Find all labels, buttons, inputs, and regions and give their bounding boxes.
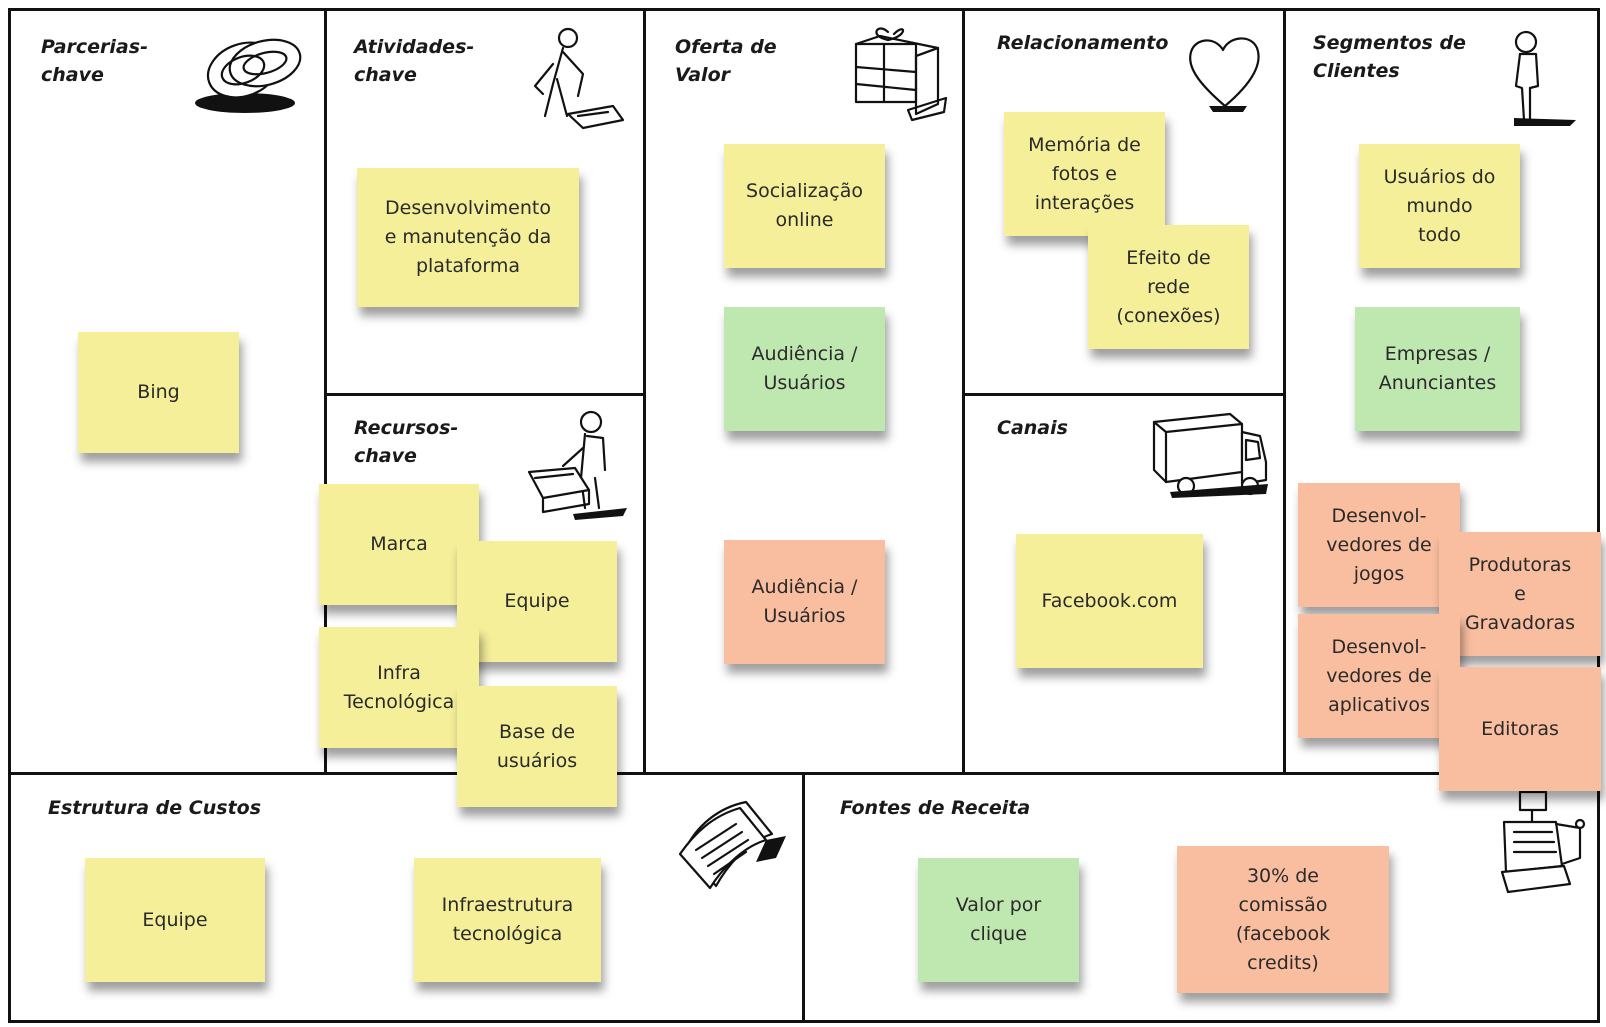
person-working-icon [523, 24, 628, 134]
truck-icon [1150, 410, 1270, 500]
divider-bottom-middle [802, 772, 805, 1023]
note-team-resource: Equipe [457, 541, 617, 662]
note-value-per-click: Valor por clique [918, 858, 1079, 982]
divider-relationship-channels [962, 393, 1286, 396]
note-user-base: Base de usuários [457, 686, 617, 807]
border-left [8, 8, 11, 1023]
heart-icon [1185, 32, 1265, 114]
block-title-channels: Canais [997, 417, 1068, 439]
note-game-developers: Desenvol- vedores de jogos [1298, 483, 1460, 607]
person-with-cart-icon [523, 408, 628, 528]
note-audience-users-green: Audiência / Usuários [724, 307, 885, 431]
note-platform-development: Desenvolvimento e manutenção da platafor… [357, 168, 579, 307]
note-network-effect: Efeito de rede (conexões) [1088, 225, 1249, 349]
note-online-socialization: Socialização online [724, 144, 885, 268]
block-title-revenue-streams: Fontes de Receita [840, 797, 1031, 819]
note-audience-users-orange: Audiência / Usuários [724, 540, 885, 664]
chain-links-icon [195, 25, 310, 120]
block-title-cost-structure: Estrutura de Custos [48, 797, 262, 819]
divider-col-2 [643, 8, 646, 774]
cash-register-icon [1496, 788, 1588, 896]
note-tech-infrastructure: Infraestrutura tecnológica [414, 858, 601, 982]
block-title-customer-segments: Segmentos de Clientes [1313, 32, 1466, 82]
note-producers-labels: Produtoras e Gravadoras [1439, 532, 1601, 656]
note-team-cost: Equipe [85, 858, 265, 982]
note-commission-credits: 30% de comissão (facebook credits) [1177, 846, 1389, 993]
block-title-key-resources: Recursos- chave [354, 417, 459, 467]
receipt-papers-icon [676, 798, 786, 890]
gift-box-icon [848, 22, 948, 122]
block-title-value-proposition: Oferta de Valor [675, 36, 777, 86]
note-facebook-com: Facebook.com [1016, 534, 1203, 668]
border-top [8, 8, 1600, 11]
note-tech-infra: Infra Tecnológica [319, 627, 479, 748]
note-bing: Bing [78, 332, 239, 453]
block-title-key-activities: Atividades- chave [354, 36, 475, 86]
note-photo-memory: Memória de fotos e interações [1004, 112, 1165, 236]
divider-activities-resources [324, 393, 646, 396]
standing-person-icon [1500, 28, 1578, 128]
note-app-developers: Desenvol- vedores de aplicativos [1298, 614, 1460, 738]
border-right [1597, 8, 1600, 1023]
note-brand: Marca [319, 484, 479, 605]
note-companies-advertisers: Empresas / Anunciantes [1355, 307, 1520, 431]
note-users-worldwide: Usuários do mundo todo [1359, 144, 1520, 268]
block-title-key-partners: Parcerias- chave [41, 36, 148, 86]
note-publishers: Editoras [1439, 667, 1601, 791]
divider-col-4 [1283, 8, 1286, 774]
divider-col-3 [962, 8, 965, 774]
divider-col-1 [324, 8, 327, 774]
block-title-customer-relationships: Relacionamento [997, 32, 1169, 54]
